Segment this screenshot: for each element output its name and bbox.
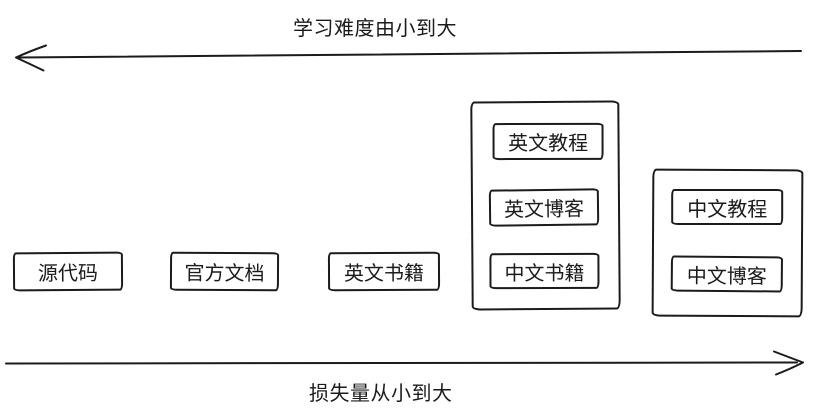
loss-arrow-line (5, 361, 798, 365)
arrowhead-left-icon (15, 44, 47, 72)
box-official-docs-label: 官方文档 (184, 262, 265, 286)
box-english-books-label: 英文书籍 (343, 262, 425, 286)
box-source-code-label: 源代码 (37, 262, 99, 286)
group-box-mixed-resources: 英文教程 英文博客 中文书籍 (470, 100, 621, 311)
box-chinese-books: 中文书籍 (489, 252, 600, 290)
difficulty-arrow-line (16, 50, 802, 59)
box-chinese-tutorials-label: 中文教程 (687, 198, 768, 221)
box-english-blogs-label: 英文博客 (503, 198, 585, 222)
box-english-tutorials-label: 英文教程 (508, 132, 589, 156)
box-english-blogs: 英文博客 (488, 188, 600, 227)
loss-axis-label: 损失量从小到大 (309, 383, 453, 405)
box-chinese-blogs-label: 中文博客 (686, 265, 767, 288)
box-chinese-blogs: 中文博客 (670, 255, 783, 293)
loss-axis-arrow (5, 350, 804, 376)
box-english-tutorials: 英文教程 (492, 122, 604, 161)
box-official-docs: 官方文档 (169, 251, 280, 292)
group-box-chinese-resources: 中文教程 中文博客 (651, 168, 804, 318)
difficulty-axis-arrow (15, 44, 802, 72)
box-chinese-books-label: 中文书籍 (504, 262, 585, 285)
box-chinese-tutorials: 中文教程 (671, 188, 784, 225)
difficulty-axis-label: 学习难度由小到大 (293, 18, 457, 40)
box-english-books: 英文书籍 (327, 251, 441, 292)
arrowhead-right-icon (773, 350, 804, 376)
box-source-code: 源代码 (12, 251, 124, 292)
